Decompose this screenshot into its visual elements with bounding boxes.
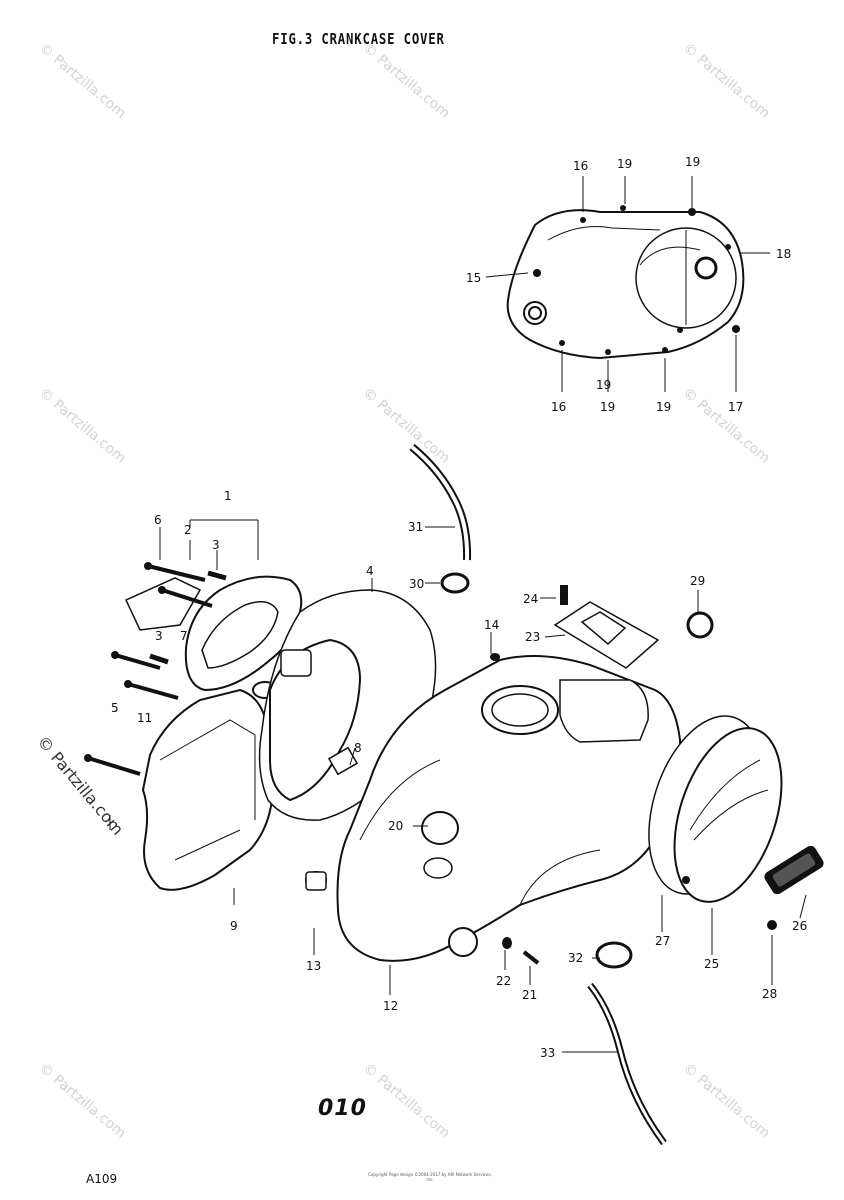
clutch-cover-inner-view	[506, 205, 745, 360]
callout-label: 19	[685, 155, 700, 169]
callout-label: 23	[525, 630, 540, 644]
callout-label: 11	[137, 711, 152, 725]
callout-label: 19	[596, 378, 611, 392]
callout-label: 25	[704, 957, 719, 971]
callout-label: 19	[656, 400, 671, 414]
callout-label: 16	[551, 400, 566, 414]
callout-label: 1	[224, 489, 232, 503]
callout-lines	[109, 176, 807, 1053]
callout-label: 9	[230, 919, 238, 933]
callout-label: 3	[212, 538, 220, 552]
callout-label: 15	[466, 271, 481, 285]
copyright-notice: Copyright Page design ©2004-2017 by ARI …	[368, 1172, 492, 1182]
callout-label: 17	[728, 400, 743, 414]
callout-label: 22	[496, 974, 511, 988]
callout-label: 26	[792, 919, 807, 933]
callout-labels: 1 2 3 3 4 5 6 7 8 9 11 12 13 14 15 16 16…	[111, 155, 807, 1060]
callout-label: 21	[522, 988, 537, 1002]
crankcase-cover-12	[336, 653, 682, 962]
callout-label: 16	[573, 159, 588, 173]
callout-label: 18	[776, 247, 791, 261]
callout-label: 12	[383, 999, 398, 1013]
callout-label: 7	[180, 629, 188, 643]
callout-label: 19	[617, 157, 632, 171]
page-number: 010	[318, 1096, 367, 1121]
callout-label: 8	[354, 741, 362, 755]
callout-label: 27	[655, 934, 670, 948]
callout-label: 14	[484, 618, 499, 632]
callout-label: 31	[408, 520, 423, 534]
callout-label: 30	[409, 577, 424, 591]
callout-label: 24	[523, 592, 538, 606]
callout-label: 20	[388, 819, 403, 833]
left-cover-parts	[124, 575, 303, 891]
callout-label: 19	[600, 400, 615, 414]
diagram-code: A109	[86, 1172, 118, 1186]
callout-label: 28	[762, 987, 777, 1001]
callout-label: 4	[366, 564, 374, 578]
callout-label: 29	[690, 574, 705, 588]
callout-label: 2	[184, 523, 192, 537]
hose-33	[587, 982, 667, 1146]
callout-label: 13	[306, 959, 321, 973]
callout-label: 3	[155, 629, 163, 643]
clutch-cover-25	[673, 727, 783, 903]
callout-label: 5	[111, 701, 119, 715]
figure-title: FIG.3 CRANKCASE COVER	[272, 30, 445, 48]
callout-label: 6	[154, 513, 162, 527]
callout-label: 33	[540, 1046, 555, 1060]
small-parts	[84, 562, 777, 969]
callout-label: 32	[568, 951, 583, 965]
